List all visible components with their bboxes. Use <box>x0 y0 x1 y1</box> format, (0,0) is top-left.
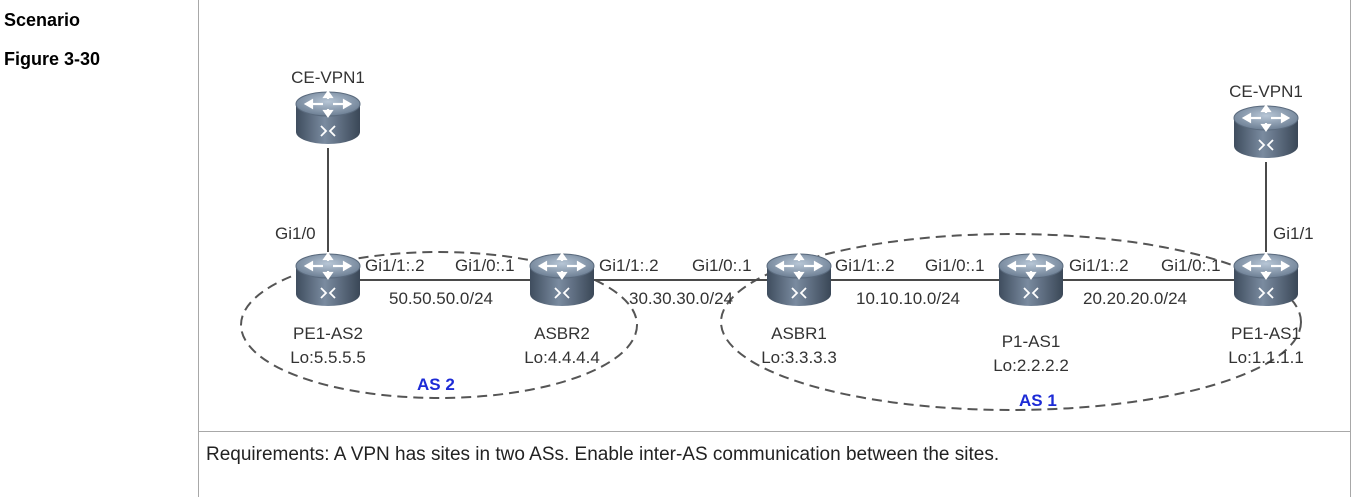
network-diagram: CE-VPN1 CE-VPN1 PE1-AS2 Lo:5.5.5.5 ASBR2… <box>240 68 1314 411</box>
asbr1-loopback: Lo:3.3.3.3 <box>761 348 837 367</box>
p1-gi10-label: Gi1/0:.1 <box>925 256 985 275</box>
requirements-text: Requirements: A VPN has sites in two ASs… <box>206 444 1000 465</box>
ce-right-name: CE-VPN1 <box>1229 82 1303 101</box>
table-border-right <box>1350 0 1351 497</box>
router-ce-right-icon <box>1232 104 1300 160</box>
left-column: Scenario Figure 3-30 <box>0 0 198 497</box>
router-asbr2-icon <box>528 252 596 308</box>
pe1-as2-gi10-label: Gi1/0 <box>275 224 316 243</box>
asbr1-gi11-label: Gi1/1:.2 <box>835 256 895 275</box>
pe1-as2-gi11-label: Gi1/1:.2 <box>365 256 425 275</box>
asbr2-name: ASBR2 <box>534 324 590 343</box>
asbr2-gi11-label: Gi1/1:.2 <box>599 256 659 275</box>
asbr2-gi10-label: Gi1/0:.1 <box>455 256 515 275</box>
table-border-left <box>198 0 199 497</box>
asbr1-name: ASBR1 <box>771 324 827 343</box>
pe1-as1-loopback: Lo:1.1.1.1 <box>1228 348 1304 367</box>
asbr1-gi10-label: Gi1/0:.1 <box>692 256 752 275</box>
p1-as1-name: P1-AS1 <box>1002 332 1061 351</box>
pe1-as1-gi11-label: Gi1/1 <box>1273 224 1314 243</box>
p1-gi11-label: Gi1/1:.2 <box>1069 256 1129 275</box>
pe1-as2-name: PE1-AS2 <box>293 324 363 343</box>
as2-label: AS 2 <box>417 375 455 394</box>
table-border-horizontal <box>199 431 1351 432</box>
router-pe1-as1-icon <box>1232 252 1300 308</box>
router-p1-as1-icon <box>997 252 1065 308</box>
pe1-as1-name: PE1-AS1 <box>1231 324 1301 343</box>
router-ce-left-icon <box>294 90 362 146</box>
as1-boundary <box>720 233 1302 411</box>
subnet-10-label: 10.10.10.0/24 <box>856 289 960 308</box>
figure-number: Figure 3-30 <box>4 49 101 69</box>
asbr2-loopback: Lo:4.4.4.4 <box>524 348 600 367</box>
as1-label: AS 1 <box>1019 391 1057 410</box>
subnet-50-label: 50.50.50.0/24 <box>389 289 493 308</box>
router-asbr1-icon <box>765 252 833 308</box>
pe1-as1-gi10-label: Gi1/0:.1 <box>1161 256 1221 275</box>
subnet-20-label: 20.20.20.0/24 <box>1083 289 1187 308</box>
pe1-as2-loopback: Lo:5.5.5.5 <box>290 348 366 367</box>
scenario-heading: Scenario <box>4 10 81 30</box>
p1-as1-loopback: Lo:2.2.2.2 <box>993 356 1069 375</box>
router-pe1-as2-icon <box>294 252 362 308</box>
ce-left-name: CE-VPN1 <box>291 68 365 87</box>
subnet-30-label: 30.30.30.0/24 <box>629 289 733 308</box>
as2-boundary <box>240 251 638 399</box>
